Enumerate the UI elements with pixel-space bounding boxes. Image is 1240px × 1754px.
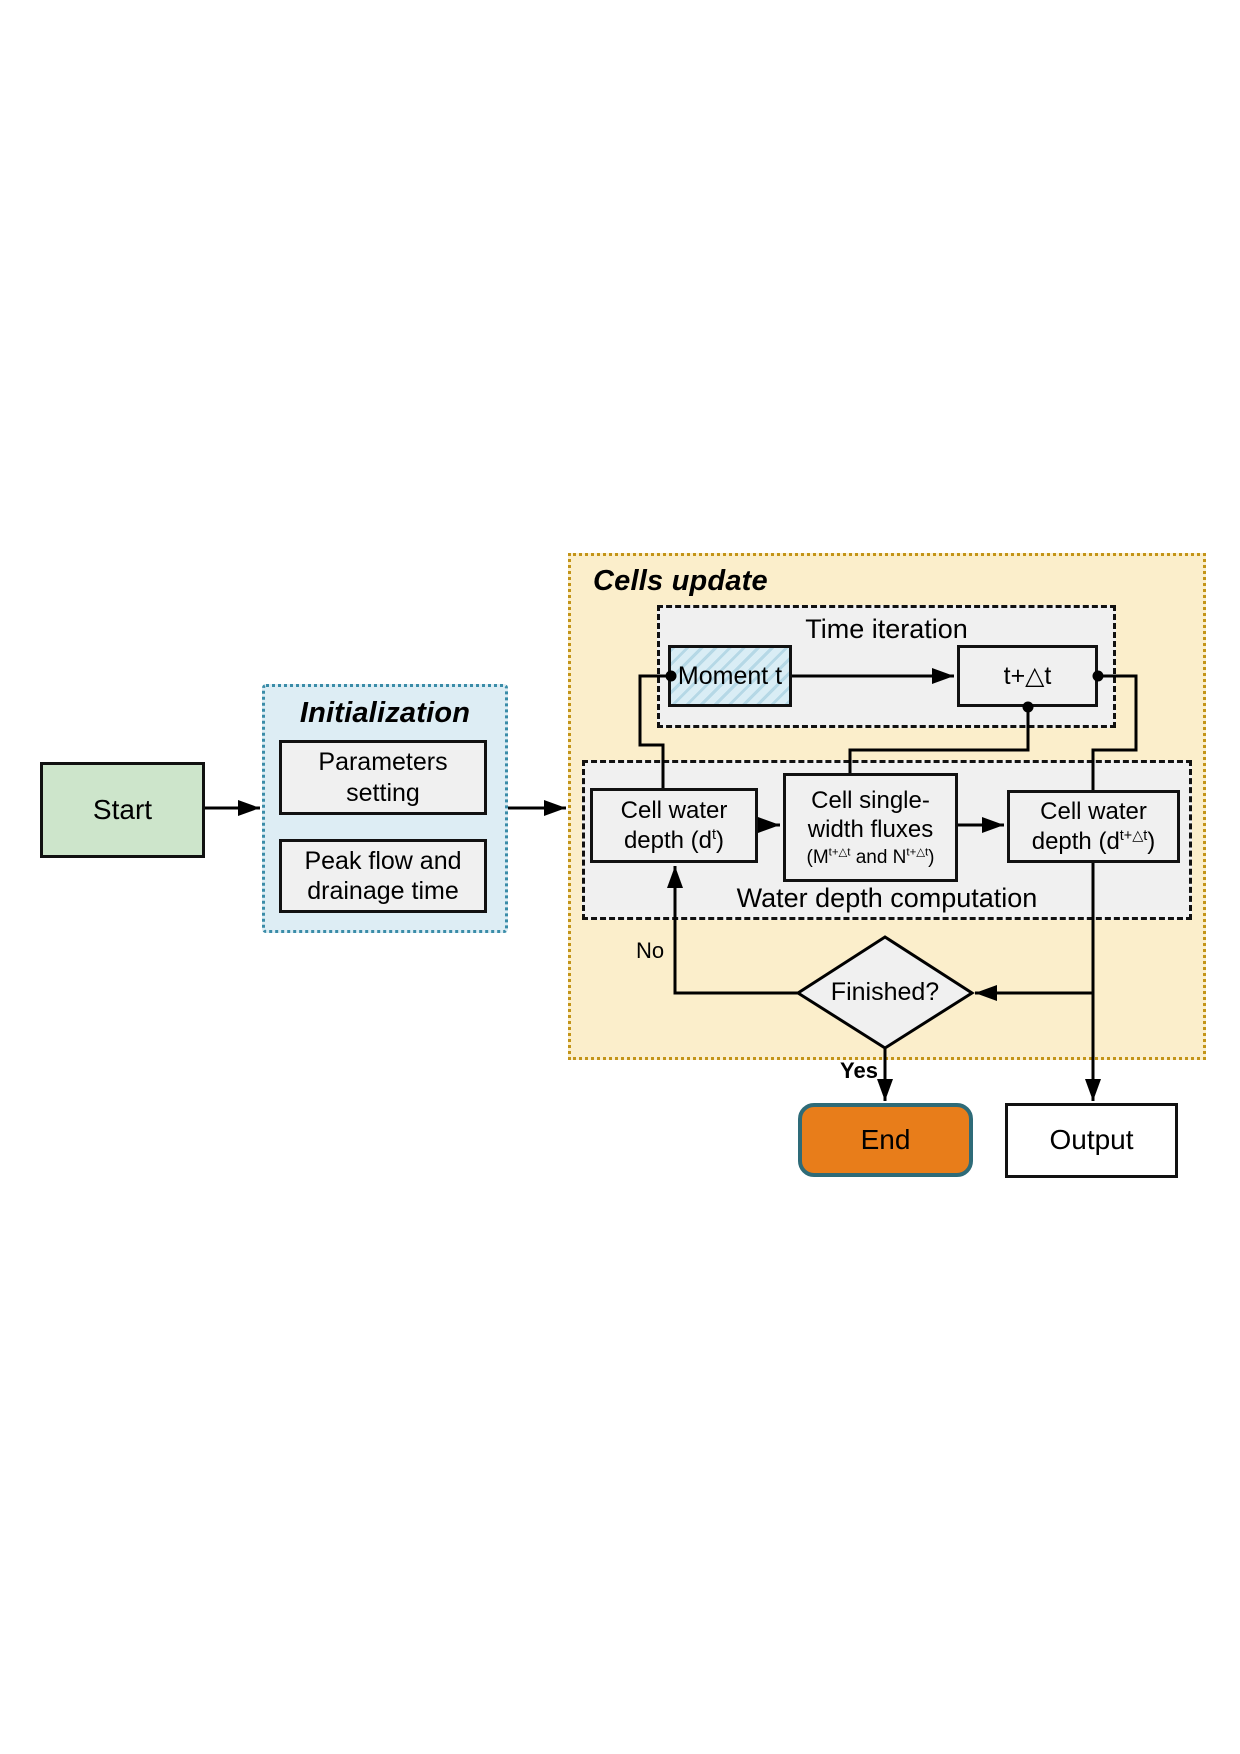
cell-dt2-post: ) xyxy=(1147,827,1156,855)
cell-dt-sup: t xyxy=(712,826,717,843)
start-label: Start xyxy=(92,793,153,825)
cell-water-depth-tdt-node: Cell water depth (dt+△t) xyxy=(1007,790,1180,863)
initialization-title: Initialization xyxy=(299,697,471,729)
parameters-line1: Parameters xyxy=(318,748,448,776)
moment-t-node: Moment t xyxy=(668,645,792,707)
t-plus-dt-node: t+△t xyxy=(957,645,1098,707)
flux-sub-sup2: t+△t xyxy=(906,846,929,859)
cells-update-title: Cells update xyxy=(593,565,768,597)
parameters-setting-node: Parameters setting xyxy=(279,740,487,815)
end-node: End xyxy=(798,1103,973,1177)
flux-sub-sup1: t+△t xyxy=(828,846,851,859)
yes-edge-label: Yes xyxy=(840,1058,878,1083)
cell-dt-post: ) xyxy=(716,826,725,854)
end-label: End xyxy=(860,1123,911,1155)
flux-sub-open: (M xyxy=(806,846,829,868)
cell-dt2-line2: depth (dt+△t) xyxy=(1032,827,1156,856)
parameters-line2: setting xyxy=(346,778,420,807)
no-edge-label: No xyxy=(636,938,665,963)
moment-t-label: Moment t xyxy=(677,661,783,690)
peak-line1: Peak flow and xyxy=(304,846,462,875)
t-plus-dt-label: t+△t xyxy=(1003,661,1052,690)
peak-line2: drainage time xyxy=(307,877,459,905)
cell-dt2-pre: depth (d xyxy=(1031,827,1120,855)
flux-line2: width fluxes xyxy=(807,816,934,844)
start-node: Start xyxy=(40,762,205,858)
cell-dt2-line1: Cell water xyxy=(1040,798,1147,826)
output-label: Output xyxy=(1049,1124,1134,1156)
flux-sub-mid: and N xyxy=(850,846,907,868)
water-depth-computation-title: Water depth computation xyxy=(736,883,1038,913)
output-node: Output xyxy=(1005,1103,1178,1178)
flux-line1: Cell single- xyxy=(811,787,930,815)
cell-dt-pre: depth (d xyxy=(623,826,713,854)
cell-dt-line2: depth (dt) xyxy=(624,826,724,855)
cell-flux-node: Cell single- width fluxes (Mt+△t and Nt+… xyxy=(783,773,958,882)
flux-sub-close: ) xyxy=(928,846,935,868)
peak-flow-node: Peak flow and drainage time xyxy=(279,839,487,913)
flux-subline: (Mt+△t and Nt+△t) xyxy=(807,846,935,869)
finished-label: Finished? xyxy=(830,978,940,1006)
cell-dt-line1: Cell water xyxy=(620,797,728,825)
cell-dt2-sup: t+△t xyxy=(1119,827,1148,844)
time-iteration-title: Time iteration xyxy=(805,614,968,644)
cell-water-depth-t-node: Cell water depth (dt) xyxy=(590,788,758,863)
